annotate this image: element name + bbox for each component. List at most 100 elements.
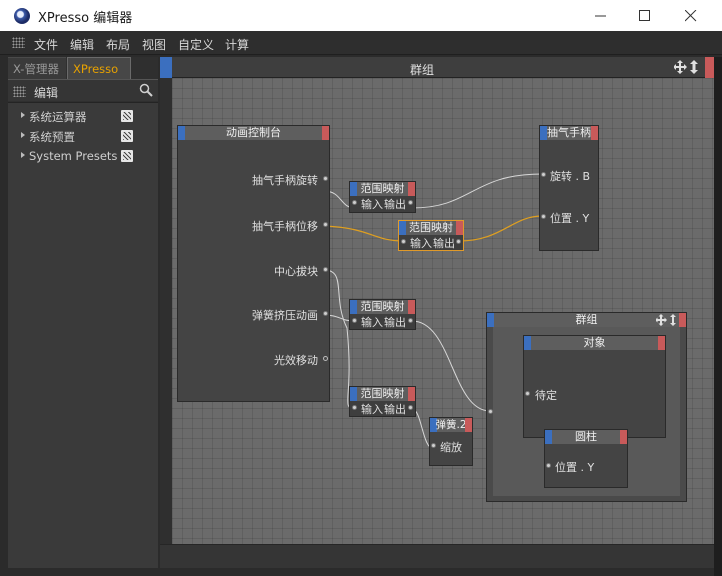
tree-item-label: 系统运算器 (29, 110, 87, 124)
operator-tree: 系统运算器 系统预置 System Presets (8, 102, 158, 568)
node-title: 动画控制台 (226, 126, 281, 139)
pool-toolbar: 编辑 (8, 79, 158, 101)
menu-grip-icon[interactable] (12, 37, 25, 48)
menu-calculate[interactable]: 计算 (225, 38, 250, 52)
node-title: 对象 (583, 336, 606, 349)
wire-center-to-map4[interactable] (323, 269, 356, 410)
output-port[interactable] (408, 318, 413, 323)
wire-displacement-to-map2[interactable] (323, 225, 405, 242)
port-label-rotation-b: 旋转 . B (550, 170, 591, 183)
output-port-spring-squeeze[interactable] (323, 311, 328, 316)
port-label-input: 输入 (361, 198, 383, 211)
node-animation-controller[interactable]: 动画控制台 抽气手柄旋转 抽气手柄位移 中心拔块 弹簧挤压动画 光效移动 (177, 125, 330, 402)
wire-map2-to-position-y[interactable] (458, 215, 543, 242)
output-port-light-move[interactable] (323, 356, 328, 361)
status-strip (160, 544, 714, 568)
output-port[interactable] (456, 239, 461, 244)
node-range-mapper-3[interactable]: 范围映射 输入 输出 (349, 299, 416, 330)
inner-group-header[interactable]: 群组 (487, 313, 686, 327)
port-label-pending: 待定 (535, 389, 557, 402)
node-header[interactable]: 动画控制台 (178, 126, 329, 140)
port-label-center-pull: 中心拔块 (274, 265, 318, 278)
port-label-spring-squeeze: 弹簧挤压动画 (252, 309, 318, 322)
output-port-handle-displacement[interactable] (323, 222, 328, 227)
tree-item-system-presets-cn[interactable]: 系统预置 (8, 127, 158, 145)
output-port[interactable] (408, 405, 413, 410)
port-label-output: 输出 (384, 198, 406, 211)
group-input-tab[interactable] (160, 57, 172, 78)
move-resize-icon[interactable] (674, 60, 702, 74)
input-port[interactable] (352, 405, 357, 410)
input-port[interactable] (352, 318, 357, 323)
menu-file[interactable]: 文件 (34, 38, 59, 52)
output-port-center-pull[interactable] (323, 267, 328, 272)
node-title: 圆柱 (575, 430, 597, 443)
close-button[interactable] (668, 0, 714, 31)
library-icon (121, 110, 133, 122)
port-label-position-y: 位置 . Y (555, 461, 595, 474)
search-icon[interactable] (139, 83, 153, 97)
node-canvas[interactable]: 动画控制台 抽气手柄旋转 抽气手柄位移 中心拔块 弹簧挤压动画 光效移动 范围映… (172, 78, 714, 544)
tab-x-manager[interactable]: X-管理器 (8, 57, 66, 79)
minimize-button[interactable] (578, 0, 624, 31)
node-cylinder[interactable]: 圆柱 位置 . Y (544, 429, 628, 488)
wire-map3-to-group[interactable] (411, 320, 491, 412)
title-bar: XPresso 编辑器 (0, 0, 722, 31)
node-spring-2[interactable]: 弹簧.2 缩放 (429, 417, 473, 466)
maximize-icon (639, 10, 650, 21)
xpresso-pool-panel: X-管理器 XPresso 池 编辑 系统运算器 系统预置 System Pre… (8, 57, 158, 568)
input-port[interactable] (401, 239, 406, 244)
node-title: 抽气手柄 (547, 126, 591, 139)
pool-edit-menu[interactable]: 编辑 (34, 86, 59, 100)
input-port-scale[interactable] (431, 443, 436, 448)
input-port-rotation-b[interactable] (541, 172, 546, 177)
node-title: 弹簧.2 (435, 419, 467, 431)
menu-layout[interactable]: 布局 (106, 38, 131, 52)
maximize-button[interactable] (622, 0, 668, 31)
node-range-mapper-4[interactable]: 范围映射 输入 输出 (349, 386, 416, 417)
input-port-position-y[interactable] (541, 214, 546, 219)
tab-xpresso-pool[interactable]: XPresso 池 (67, 57, 131, 98)
node-range-mapper-2[interactable]: 范围映射 输入 输出 (398, 220, 464, 251)
input-port-position-y[interactable] (546, 463, 551, 468)
node-object[interactable]: 对象 待定 (523, 335, 666, 438)
menu-customize[interactable]: 自定义 (178, 38, 215, 52)
expand-arrow-icon[interactable] (21, 152, 25, 158)
output-port[interactable] (408, 200, 413, 205)
port-label-position-y: 位置 . Y (550, 212, 590, 225)
tree-item-system-operators[interactable]: 系统运算器 (8, 107, 158, 125)
node-title: 范围映射 (360, 300, 405, 313)
output-port-tab[interactable] (322, 126, 329, 140)
wire-map1-to-rotation-b[interactable] (411, 173, 543, 209)
close-icon (685, 10, 697, 22)
move-resize-icon[interactable] (656, 314, 678, 326)
input-port[interactable] (352, 200, 357, 205)
port-label-input: 输入 (361, 316, 383, 329)
group-input-port[interactable] (488, 409, 493, 414)
port-label-handle-rotation: 抽气手柄旋转 (252, 174, 318, 187)
expand-arrow-icon[interactable] (21, 112, 25, 118)
output-port-handle-rotation[interactable] (323, 176, 328, 181)
group-header[interactable]: 群组 (160, 57, 714, 78)
input-port-pending[interactable] (525, 391, 530, 396)
library-icon (121, 150, 133, 162)
port-label-scale: 缩放 (440, 441, 462, 454)
node-title: 范围映射 (360, 387, 405, 400)
tree-item-label: 系统预置 (29, 130, 75, 144)
tree-item-system-presets[interactable]: System Presets (8, 147, 158, 165)
port-label-handle-displacement: 抽气手柄位移 (252, 220, 318, 233)
port-label-input: 输入 (410, 237, 432, 250)
inner-group-title: 群组 (575, 313, 598, 326)
node-title: 范围映射 (409, 221, 453, 234)
group-title: 群组 (410, 63, 435, 77)
menu-edit[interactable]: 编辑 (70, 38, 95, 52)
toolbar-grip-icon[interactable] (13, 86, 26, 97)
node-range-mapper-1[interactable]: 范围映射 输入 输出 (349, 181, 416, 213)
viewport-edge (714, 57, 722, 576)
group-output-tab[interactable] (705, 57, 714, 78)
input-port-tab[interactable] (178, 126, 185, 140)
expand-arrow-icon[interactable] (21, 132, 25, 138)
node-pump-handle[interactable]: 抽气手柄 旋转 . B 位置 . Y (539, 125, 599, 251)
node-title: 范围映射 (360, 182, 405, 195)
menu-view[interactable]: 视图 (142, 38, 167, 52)
